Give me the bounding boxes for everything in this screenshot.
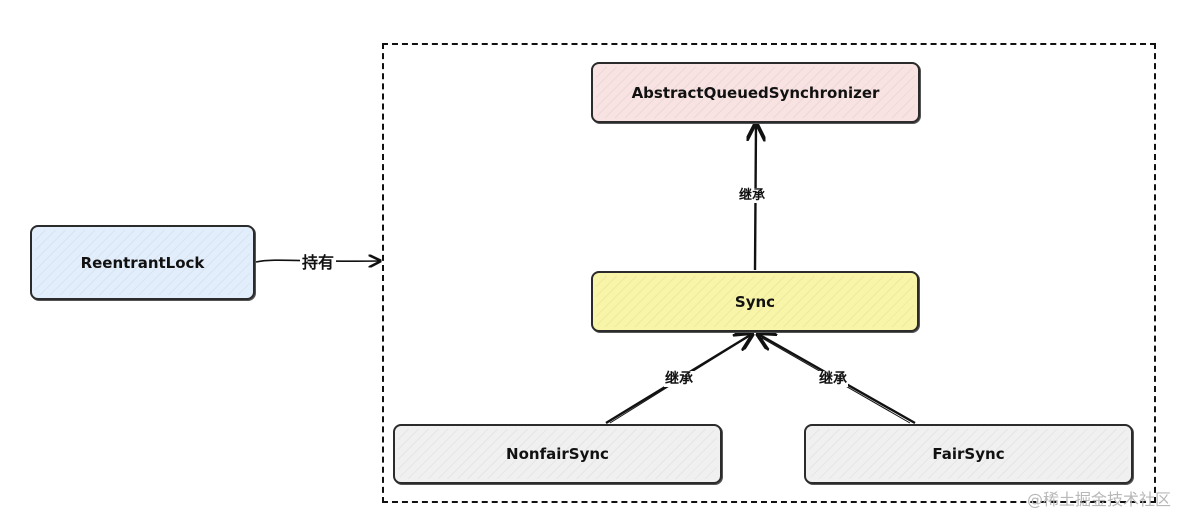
node-label: ReentrantLock (80, 253, 205, 272)
node-abstract-queued-synchronizer: AbstractQueuedSynchronizer (591, 62, 920, 123)
edge-label-inherits-nonfair: 继承 (664, 371, 694, 387)
node-label: NonfairSync (506, 445, 609, 463)
edge-holds (255, 260, 380, 262)
edge-label-inherits-fair: 继承 (818, 371, 848, 387)
node-label: Sync (734, 292, 776, 311)
group-boundary-dashed (382, 43, 1156, 503)
node-nonfair-sync: NonfairSync (393, 424, 722, 484)
watermark: @稀土掘金技术社区 (1026, 490, 1171, 509)
node-label: AbstractQueuedSynchronizer (631, 83, 880, 102)
node-sync: Sync (591, 271, 919, 332)
node-fair-sync: FairSync (804, 424, 1133, 484)
edge-label-inherits-aqs: 继承 (738, 188, 767, 203)
edge-label-holds: 持有 (300, 253, 337, 272)
node-reentrant-lock: ReentrantLock (30, 225, 255, 300)
node-label: FairSync (932, 445, 1005, 463)
